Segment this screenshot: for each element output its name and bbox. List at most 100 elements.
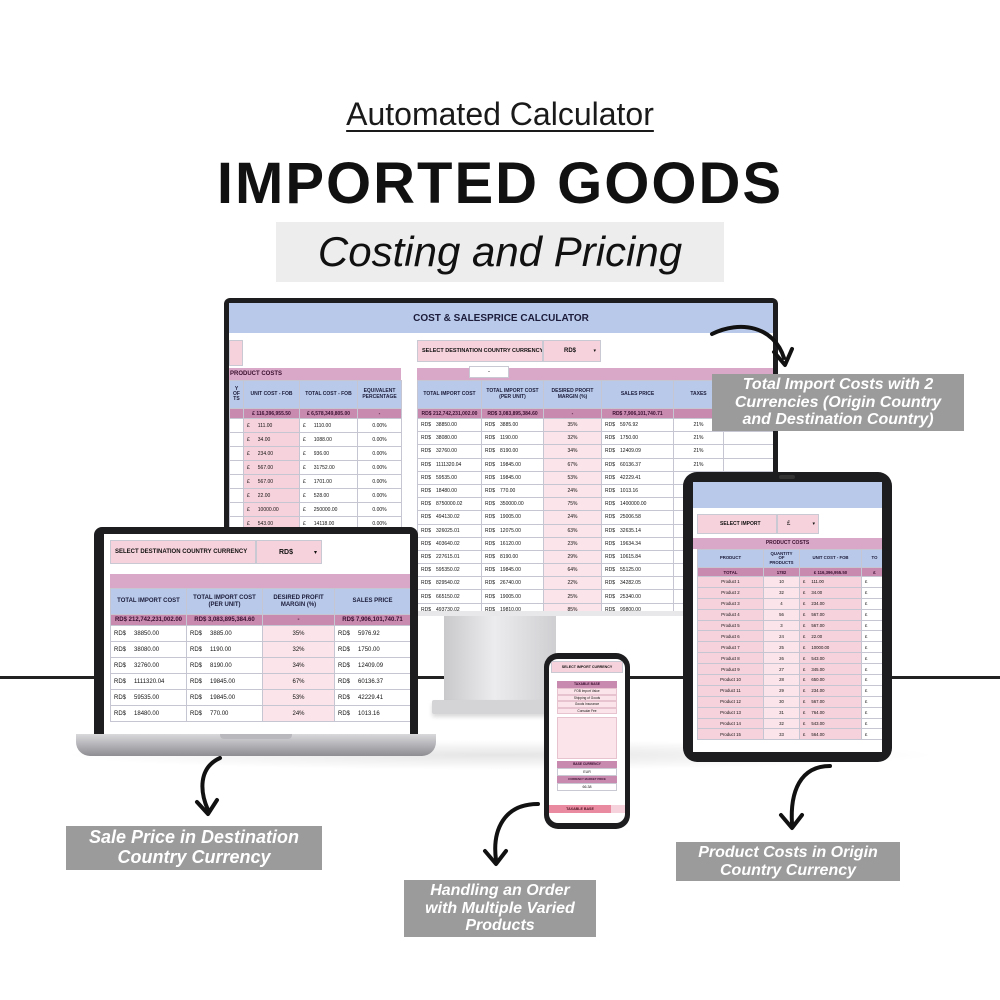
cell-value: 1190.00	[210, 646, 232, 653]
cell-value: 59535.00	[436, 474, 457, 481]
margin-input[interactable]: 53%	[543, 470, 602, 485]
table-cell: RD$60136.37	[334, 673, 410, 690]
phone-taxable-item: Shipping of Goods	[557, 694, 617, 701]
cell-value: 567.00	[257, 464, 274, 471]
table-cell: RD$42229.41	[334, 689, 410, 706]
table-cell: £543.00	[799, 652, 862, 665]
margin-input[interactable]: 25%	[543, 589, 602, 604]
quantity-input[interactable]: 27	[763, 663, 800, 676]
laptop-currency-dropdown[interactable]: RD$ ▾	[256, 540, 322, 564]
margin-input[interactable]: 22%	[543, 576, 602, 591]
callout-line: Country Currency	[117, 846, 271, 867]
margin-input[interactable]: 34%	[543, 444, 602, 459]
table-cell: RD$32760.00	[110, 657, 187, 674]
margin-input[interactable]: 23%	[543, 536, 602, 551]
currency-symbol: £	[303, 436, 306, 443]
table-cell	[229, 446, 244, 461]
product-name: Product 8	[697, 652, 764, 665]
cell-value: 8750000.02	[436, 501, 463, 508]
quantity-input[interactable]: 3	[763, 619, 800, 632]
table-cell: RD$19845.00	[481, 563, 544, 578]
currency-symbol: RD$	[421, 567, 432, 574]
currency-symbol: RD$	[605, 435, 616, 442]
cell-value: 543.00	[811, 721, 825, 727]
import-currency-dropdown[interactable]: £ ▾	[777, 514, 819, 534]
phone-blank-area	[557, 717, 617, 759]
column-header: TOTAL COST - FOB	[299, 380, 358, 409]
margin-input[interactable]: 32%	[262, 641, 335, 658]
quantity-input[interactable]: 56	[763, 608, 800, 621]
table-cell: £567.00	[243, 474, 300, 489]
cell-value: 567.00	[811, 612, 825, 618]
callout-product-costs: Product Costs in Origin Country Currency	[676, 842, 900, 882]
currency-symbol: RD$	[114, 630, 127, 637]
currency-symbol: RD$	[338, 694, 351, 701]
margin-input[interactable]: 34%	[262, 657, 335, 674]
origin-select-stub[interactable]	[229, 340, 243, 366]
cell-value: 1110.00	[313, 422, 332, 429]
currency-symbol: RD$	[485, 448, 496, 455]
monitor-screen: COST & SALESPRICE CALCULATOR SELECT DEST…	[229, 303, 773, 611]
destination-currency-dropdown[interactable]: RD$ ▾	[543, 340, 601, 362]
total-cell: RD$ 3,083,895,384.60	[186, 614, 263, 626]
currency-symbol: RD$	[485, 553, 496, 560]
margin-input[interactable]: 32%	[543, 431, 602, 446]
margin-input[interactable]: 64%	[543, 563, 602, 578]
cell-value: 567.00	[811, 623, 825, 628]
quantity-input[interactable]: 26	[763, 652, 800, 665]
table-cell: RD$19845.00	[186, 673, 263, 690]
table-cell: 21%	[673, 444, 724, 459]
cell-value: 770.00	[500, 488, 516, 495]
cell-value: 5976.92	[358, 630, 380, 637]
margin-input[interactable]: 85%	[543, 602, 602, 611]
table-cell: RD$59535.00	[417, 470, 482, 485]
quantity-input[interactable]: 24	[763, 630, 800, 643]
margin-input[interactable]: 67%	[543, 457, 602, 472]
quantity-input[interactable]: 30	[763, 695, 800, 708]
quantity-input[interactable]: 33	[763, 728, 800, 741]
callout-line: Products	[465, 917, 535, 935]
cell-value: 19005.00	[500, 593, 521, 600]
quantity-input[interactable]: 4	[763, 597, 800, 610]
cell-value: 32760.00	[436, 448, 457, 455]
margin-input[interactable]: 24%	[543, 483, 602, 499]
currency-symbol: RD$	[421, 448, 432, 455]
cell-value: 19845.00	[210, 694, 236, 701]
cell-value: 38080.00	[436, 435, 457, 442]
quantity-input[interactable]: 32	[763, 586, 800, 599]
margin-input[interactable]: 75%	[543, 497, 602, 512]
margin-input[interactable]: 35%	[262, 625, 335, 642]
margin-input[interactable]: 29%	[543, 549, 602, 565]
margin-input[interactable]: 24%	[262, 705, 335, 722]
cell-value: 829540.02	[436, 580, 460, 587]
cell-value: 19845.00	[500, 461, 521, 468]
quantity-input[interactable]: 32	[763, 717, 800, 730]
currency-symbol: RD$	[114, 662, 127, 669]
cell-value: 38850.00	[134, 630, 160, 637]
margin-input[interactable]: 53%	[262, 689, 335, 706]
margin-input[interactable]: 67%	[262, 673, 335, 690]
callout-total-import: Total Import Costs with 2 Currencies (Or…	[712, 374, 964, 431]
quantity-input[interactable]: 25	[763, 641, 800, 654]
table-cell: £567.00	[799, 608, 862, 621]
table-cell: RD$829540.02	[417, 576, 482, 591]
currency-symbol: RD$	[485, 422, 496, 429]
table-cell: RD$16120.00	[481, 536, 544, 551]
table-cell: RD$1750.00	[334, 641, 410, 658]
table-cell: £250000.00	[299, 502, 358, 517]
margin-input[interactable]: 24%	[543, 510, 602, 525]
table-cell: 0.00%	[357, 460, 402, 475]
quantity-input[interactable]: 10	[763, 576, 800, 588]
quantity-input[interactable]: 29	[763, 684, 800, 697]
margin-input[interactable]: 35%	[543, 417, 602, 433]
margin-input[interactable]: 63%	[543, 523, 602, 538]
callout-handling: Handling an Order with Multiple Varied P…	[404, 880, 596, 937]
quantity-input[interactable]: 28	[763, 674, 800, 686]
phone-base-currency-value[interactable]: EUR	[557, 768, 617, 776]
quantity-input[interactable]: 31	[763, 706, 800, 719]
